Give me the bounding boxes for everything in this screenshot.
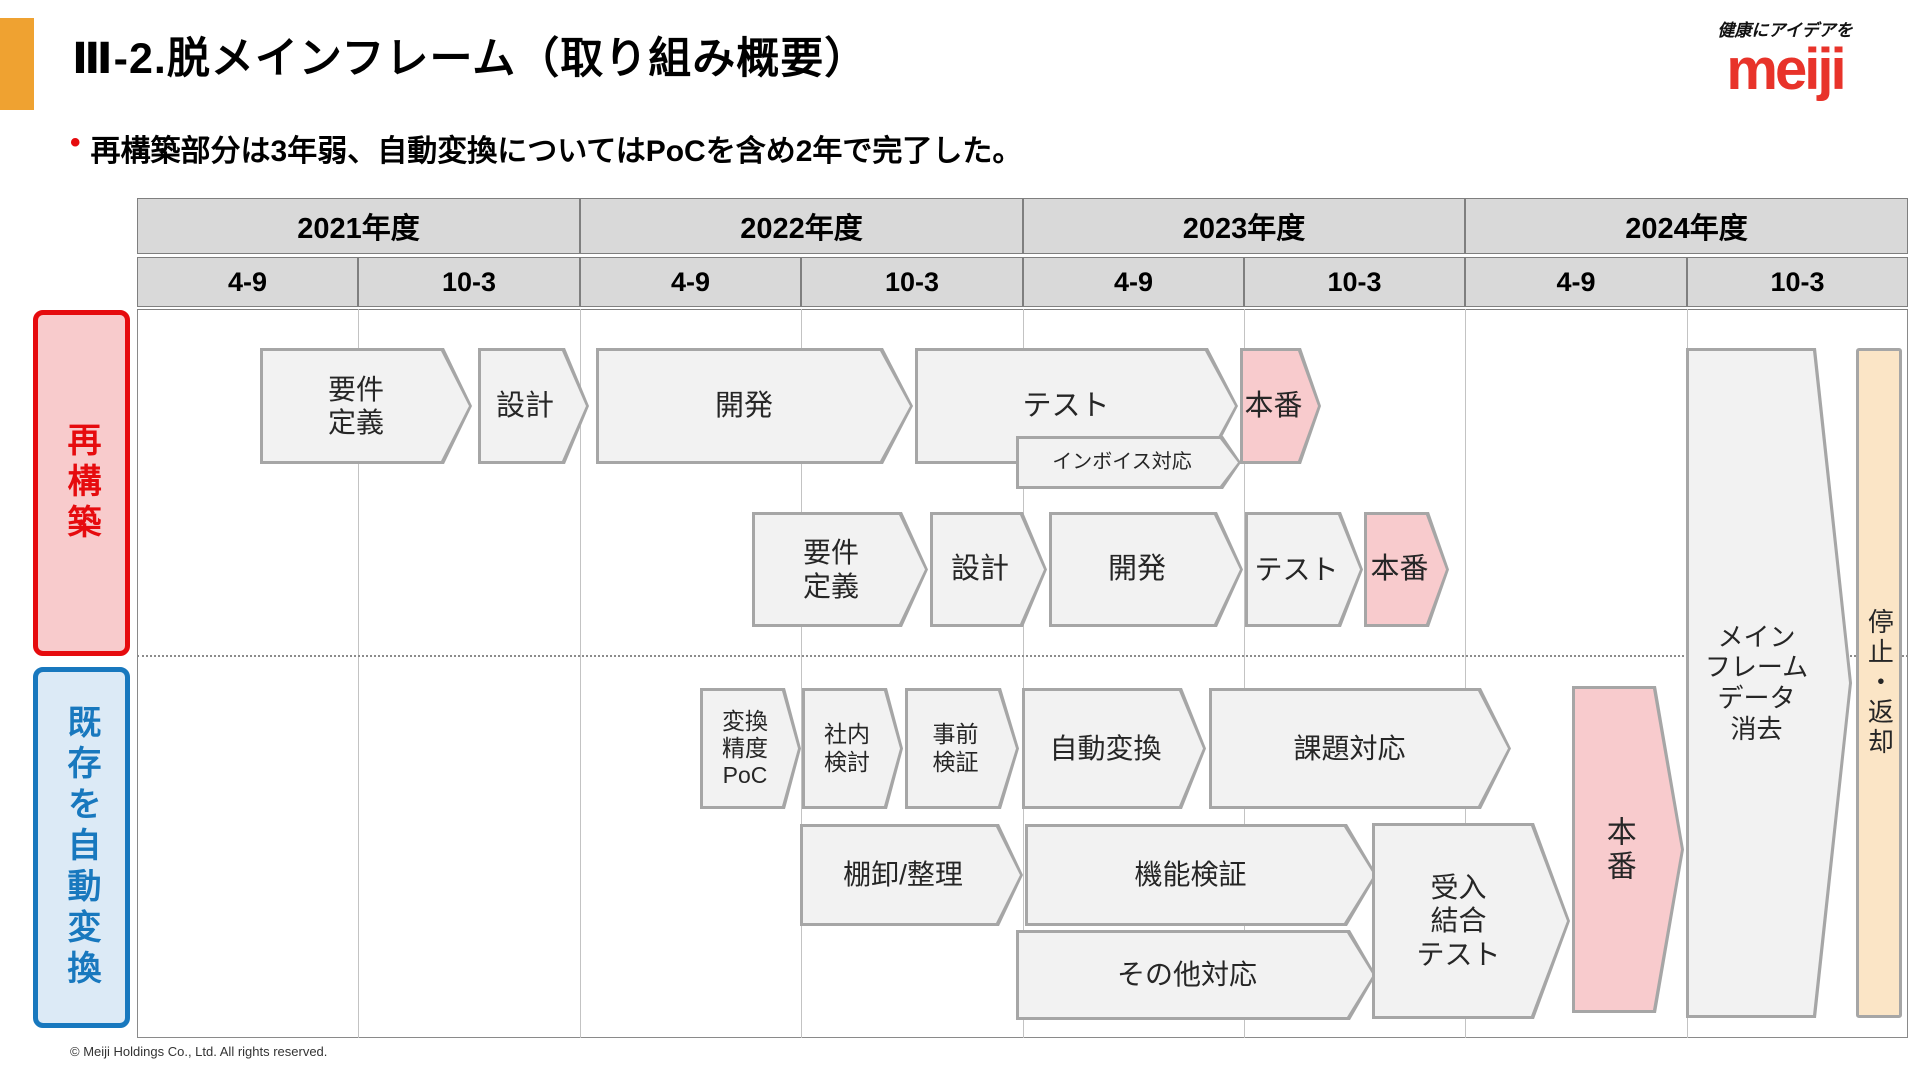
task-shape-fill — [803, 827, 1020, 923]
task-label: 変換 精度 PoC — [722, 707, 768, 789]
task-label: その他対応 — [1116, 959, 1257, 991]
gantt-task-4: インボイス対応 — [1016, 436, 1241, 489]
group-label-rebuild: 再構築 — [33, 310, 130, 656]
task-shape-fill — [755, 515, 925, 624]
task-shape-fill — [1689, 351, 1849, 1015]
gantt-task-0: 要件 定義 — [260, 348, 472, 464]
task-label: 受入 結合 テスト — [1416, 872, 1501, 970]
task-shape-fill — [599, 351, 910, 461]
gantt-task-8: 開発 — [1049, 512, 1243, 627]
grid-line-col-6 — [1465, 309, 1466, 1038]
gantt-task-15: 課題対応 — [1209, 688, 1511, 809]
gantt-task-6: 要件 定義 — [752, 512, 928, 627]
meiji-logo: 健康にアイデアを meiji — [1700, 22, 1870, 99]
task-shape-fill — [933, 515, 1044, 624]
gantt-task-14: 自動変換 — [1022, 688, 1206, 809]
gantt-task-12: 社内 検討 — [802, 688, 903, 809]
copyright-footer: © Meiji Holdings Co., Ltd. All rights re… — [70, 1044, 328, 1059]
task-label: 社内 検討 — [824, 721, 870, 775]
page-title: Ⅲ-2.脱メインフレーム（取り組み概要） — [72, 35, 869, 83]
gantt-task-18: その他対応 — [1016, 930, 1376, 1020]
task-shape-fill — [1028, 827, 1374, 923]
title-accent-bar — [0, 18, 34, 110]
task-label: 設計 — [495, 389, 554, 422]
task-label: 要件 定義 — [802, 537, 859, 602]
header-period-7: 10-3 — [1687, 257, 1908, 307]
task-label: インボイス対応 — [1052, 450, 1192, 473]
task-shape-fill — [481, 351, 586, 461]
task-label: 課題対応 — [1293, 732, 1406, 764]
header-period-1: 10-3 — [358, 257, 580, 307]
header-period-4: 4-9 — [1023, 257, 1244, 307]
gantt-task-17: 機能検証 — [1025, 824, 1377, 926]
summary-bullet-text: 再構築部分は3年弱、自動変換についてはPoCを含め2年で完了した。 — [90, 135, 1023, 168]
task-label: 自動変換 — [1049, 732, 1162, 764]
task-label: 本番 — [1601, 815, 1635, 884]
task-label: 開発 — [1107, 553, 1166, 586]
task-label: 事前 検証 — [932, 721, 979, 775]
task-label: 要件 定義 — [327, 373, 384, 438]
task-label: 本番 — [1370, 553, 1429, 586]
task-shape-fill — [703, 691, 798, 806]
summary-bullet: • 再構築部分は3年弱、自動変換についてはPoCを含め2年で完了した。 — [70, 126, 1022, 170]
header-year-2024: 2024年度 — [1465, 198, 1908, 254]
header-period-2: 4-9 — [580, 257, 801, 307]
task-label: テスト — [1022, 389, 1110, 422]
task-label: 設計 — [950, 553, 1009, 586]
gantt-task-20: 本番 — [1572, 686, 1684, 1013]
section-divider-dotted — [137, 655, 1908, 657]
task-label: 本番 — [1244, 389, 1303, 422]
gantt-task-10: 本番 — [1364, 512, 1449, 627]
header-year-2021: 2021年度 — [137, 198, 580, 254]
grid-line-col-2 — [580, 309, 581, 1038]
gantt-task-1: 設計 — [478, 348, 589, 464]
task-label: メイン フレーム データ 消去 — [1704, 621, 1809, 744]
task-shape-fill — [1052, 515, 1240, 624]
header-period-3: 10-3 — [801, 257, 1023, 307]
task-label: 停止・返却 — [1864, 608, 1895, 758]
group-label-auto-convert: 既存を自動変換 — [33, 667, 130, 1028]
grid-line-col-5 — [1244, 309, 1245, 1038]
task-shape-fill — [1248, 515, 1360, 624]
header-year-2023: 2023年度 — [1023, 198, 1465, 254]
gantt-task-22: 停止・返却 — [1856, 348, 1902, 1018]
task-shape-fill — [263, 351, 469, 461]
header-period-5: 10-3 — [1244, 257, 1465, 307]
gantt-task-19: 受入 結合 テスト — [1372, 823, 1570, 1019]
task-label: 開発 — [714, 389, 773, 422]
task-shape-fill — [1025, 691, 1203, 806]
task-label: 棚卸/整理 — [843, 859, 963, 891]
task-shape — [1856, 348, 1902, 1018]
bullet-marker-icon: • — [70, 126, 81, 159]
task-label: テスト — [1254, 553, 1339, 585]
gantt-task-2: 開発 — [596, 348, 913, 464]
gantt-task-5: 本番 — [1240, 348, 1321, 464]
gantt-task-13: 事前 検証 — [905, 688, 1019, 809]
logo-tagline: 健康にアイデアを — [1717, 21, 1853, 40]
gantt-task-16: 棚卸/整理 — [800, 824, 1023, 926]
task-shape-fill — [1019, 439, 1238, 486]
task-label: 機能検証 — [1134, 859, 1247, 891]
task-shape-fill — [1019, 933, 1373, 1017]
header-period-0: 4-9 — [137, 257, 358, 307]
gantt-task-21: メイン フレーム データ 消去 — [1686, 348, 1852, 1018]
task-shape-fill — [805, 691, 900, 806]
gantt-task-11: 変換 精度 PoC — [700, 688, 801, 809]
header-period-6: 4-9 — [1465, 257, 1687, 307]
task-shape-fill — [1212, 691, 1508, 806]
task-shape-fill — [1375, 826, 1567, 1016]
gantt-task-7: 設計 — [930, 512, 1047, 627]
logo-brand: meiji — [1726, 37, 1846, 102]
grid-line-col-4 — [1023, 309, 1024, 1038]
header-year-2022: 2022年度 — [580, 198, 1023, 254]
task-shape-fill — [908, 691, 1016, 806]
grid-line-col-1 — [358, 309, 359, 1038]
grid-line-col-3 — [801, 309, 802, 1038]
gantt-task-9: テスト — [1245, 512, 1363, 627]
